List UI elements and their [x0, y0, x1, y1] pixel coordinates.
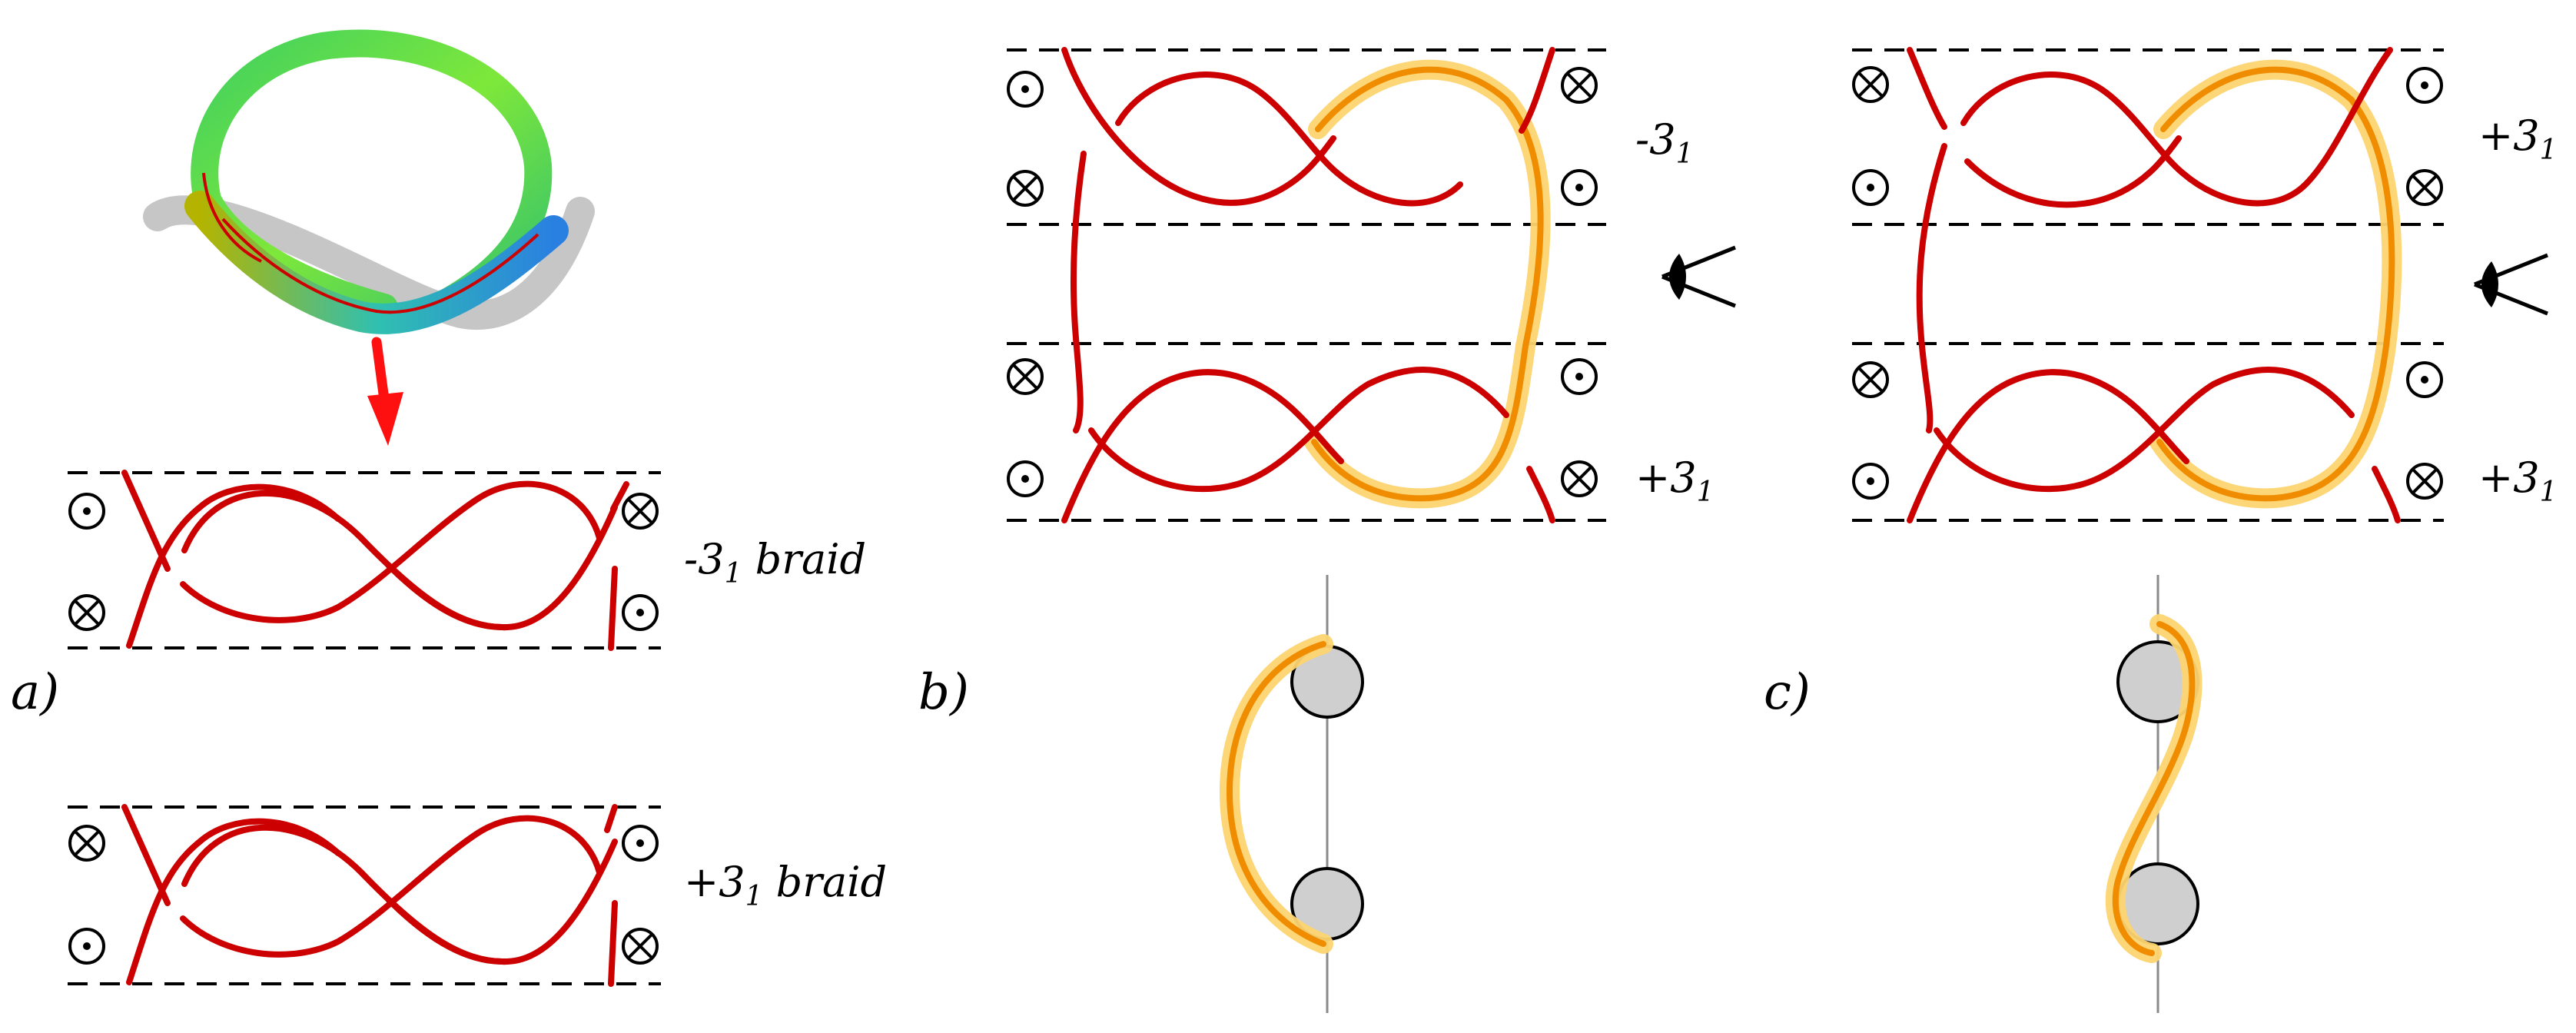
braid-label-top: -31 braid — [684, 535, 866, 590]
dot-in-circle-icon — [68, 928, 105, 965]
sign-label-bottom: +31 — [2478, 453, 2558, 508]
side-view-c — [2105, 575, 2203, 1013]
sign-label-top: -31 — [1635, 115, 1694, 170]
dot-in-circle-icon — [1561, 358, 1598, 395]
dot-in-circle-icon — [622, 594, 659, 631]
cross-in-circle-icon — [1561, 460, 1598, 497]
cross-in-circle-icon — [2406, 463, 2443, 500]
panel-c: +31 +31 c) — [1764, 47, 2558, 1013]
braid-minus-3-1: -31 braid — [68, 470, 866, 651]
cross-in-circle-icon — [1852, 66, 1889, 103]
cross-in-circle-icon — [1007, 358, 1044, 395]
dot-in-circle-icon — [1007, 460, 1044, 497]
panel-label-b: b) — [918, 664, 969, 721]
sign-label-bottom: +31 — [1635, 453, 1715, 508]
sign-label-top: +31 — [2478, 111, 2558, 166]
cross-in-circle-icon — [622, 493, 659, 530]
panel-label-a: a) — [11, 664, 59, 721]
cross-in-circle-icon — [1007, 170, 1044, 207]
cross-in-circle-icon — [1852, 361, 1889, 398]
cross-in-circle-icon — [68, 594, 105, 631]
dot-in-circle-icon — [1561, 169, 1598, 206]
cross-in-circle-icon — [622, 928, 659, 965]
down-arrow-icon — [367, 337, 403, 446]
eye-icon — [2475, 255, 2548, 314]
cross-in-circle-icon — [1561, 67, 1598, 104]
dot-in-circle-icon — [622, 825, 659, 862]
dot-in-circle-icon — [1852, 463, 1889, 500]
cross-in-circle-icon — [68, 825, 105, 862]
panel-label-c: c) — [1764, 664, 1811, 721]
eye-icon — [1662, 247, 1735, 306]
panel-a: -31 braid a) +31 braid — [11, 29, 887, 987]
dot-in-circle-icon — [2406, 67, 2443, 104]
dot-in-circle-icon — [2406, 361, 2443, 398]
dot-in-circle-icon — [1852, 169, 1889, 206]
cross-in-circle-icon — [2406, 169, 2443, 206]
side-view-b — [1219, 575, 1364, 1013]
dot-in-circle-icon — [1007, 71, 1044, 108]
braid-label-bottom: +31 braid — [684, 858, 887, 912]
dot-in-circle-icon — [68, 493, 105, 530]
knot-tube-render — [143, 29, 595, 334]
braid-plus-3-1: +31 braid — [68, 804, 887, 987]
panel-b: -31 +31 b) — [918, 47, 1735, 1013]
